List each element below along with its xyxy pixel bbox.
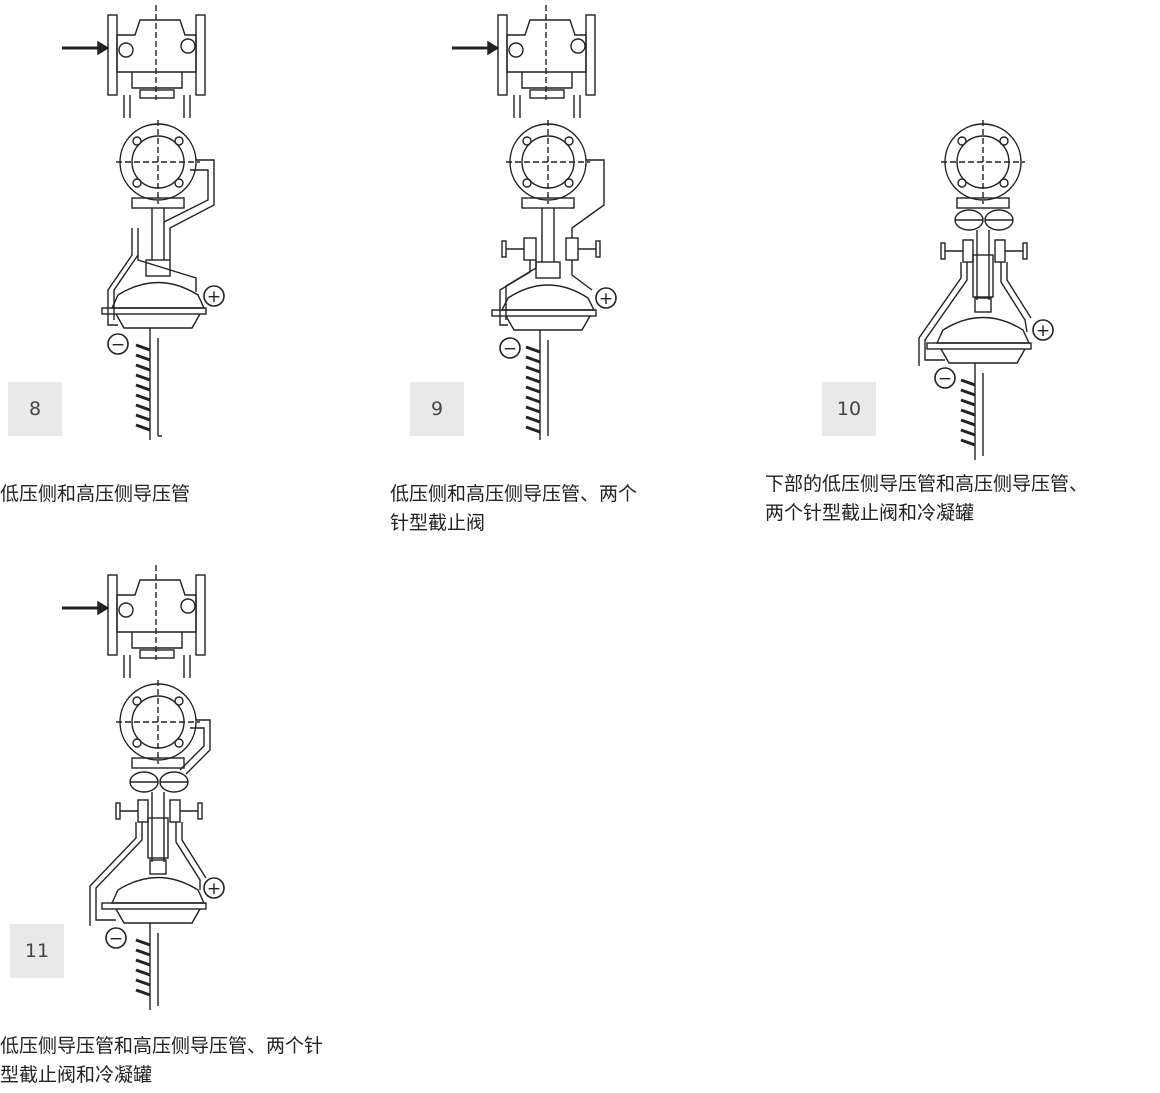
svg-text:−: − bbox=[938, 369, 952, 389]
regulator-drawing-11: + − bbox=[62, 565, 225, 1010]
plus-symbol-11: + bbox=[203, 877, 225, 899]
figure-number-badge: 11 bbox=[10, 924, 64, 978]
figure-9: + − 9 低压侧和高压侧导压管、两个 针型截止阀 bbox=[390, 0, 730, 540]
minus-symbol-11: − bbox=[105, 927, 127, 949]
regulator-drawing-9: + − bbox=[452, 5, 617, 440]
svg-text:+: + bbox=[207, 879, 221, 899]
svg-text:+: + bbox=[1036, 321, 1050, 341]
minus-symbol-10: − bbox=[934, 367, 956, 389]
figure-11: + − 11 低压侧导压管和高压侧导压管、两个针 型截止阀和冷凝罐 bbox=[0, 560, 400, 1093]
svg-text:−: − bbox=[503, 339, 517, 359]
svg-text:−: − bbox=[109, 929, 123, 949]
figure-number-badge: 9 bbox=[410, 382, 464, 436]
figure-number-badge: 8 bbox=[8, 382, 62, 436]
minus-symbol-8: − bbox=[107, 333, 129, 355]
figure-caption: 低压侧和高压侧导压管 bbox=[0, 483, 191, 505]
figure-10: + − 10 下部的低压侧导压管和高压侧导压管、 两个针型截止阀和冷凝罐 bbox=[765, 0, 1160, 540]
svg-text:+: + bbox=[599, 289, 613, 309]
minus-symbol-9: − bbox=[499, 337, 521, 359]
svg-text:+: + bbox=[207, 287, 221, 307]
plus-symbol-10: + bbox=[1032, 319, 1054, 341]
figure-caption: 下部的低压侧导压管和高压侧导压管、 两个针型截止阀和冷凝罐 bbox=[765, 473, 1089, 524]
figure-caption: 低压侧和高压侧导压管、两个 针型截止阀 bbox=[390, 483, 638, 534]
figure-caption: 低压侧导压管和高压侧导压管、两个针 型截止阀和冷凝罐 bbox=[0, 1035, 324, 1086]
plus-symbol-9: + bbox=[595, 287, 617, 309]
figure-number-badge: 10 bbox=[822, 382, 876, 436]
figure-8: + − 8 低压侧和高压侧导压管 bbox=[0, 0, 330, 520]
regulator-drawing-10: + − bbox=[918, 120, 1054, 460]
plus-symbol-8: + bbox=[203, 285, 225, 307]
regulator-drawing-8: + − bbox=[62, 5, 225, 440]
svg-text:−: − bbox=[111, 335, 125, 355]
